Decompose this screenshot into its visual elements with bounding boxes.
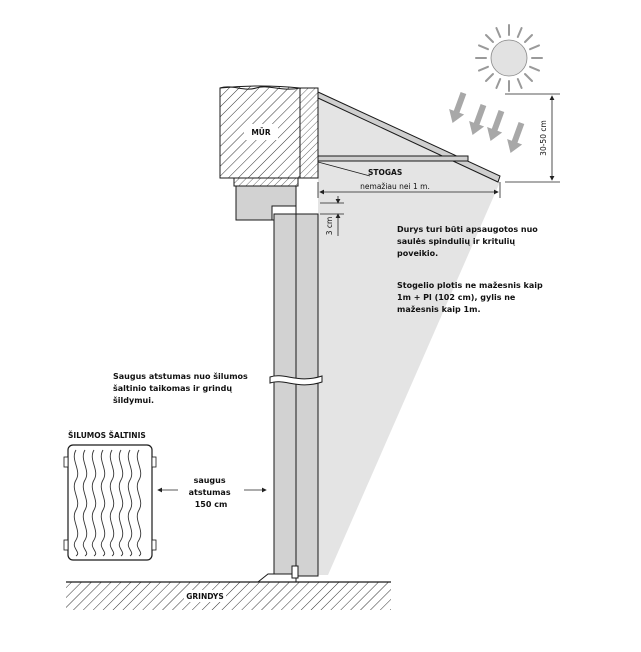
sun-ray-arrows: [449, 91, 525, 154]
safe-distance-note-line: Saugus atstumas nuo šilumos: [113, 371, 248, 381]
canopy-note-line: Stogelio plotis ne mažesnis kaip: [397, 281, 543, 290]
door-leaf: [269, 213, 323, 577]
floor-label: GRINDYS: [186, 592, 224, 601]
wall-block: MŪR: [219, 85, 301, 179]
gap-label: 3 cm: [325, 217, 334, 236]
canopy-note: Stogelio plotis ne mažesnis kaip 1m + Pl…: [397, 281, 546, 314]
gap-dimension: 3 cm: [320, 196, 344, 236]
heat-source-title: ŠILUMOS ŠALTINIS: [68, 431, 146, 440]
canopy-note-line: mažesnis kaip 1m.: [397, 305, 480, 314]
depth-dimension: nemažiau nei 1 m.: [317, 182, 501, 198]
floor: GRINDYS: [66, 581, 391, 610]
safe-distance-note: Saugus atstumas nuo šilumos šaltinio tai…: [113, 371, 251, 405]
height-dimension: 30-50 cm: [505, 93, 560, 183]
safe-distance-dimension: saugus atstumas 150 cm: [157, 474, 267, 514]
roof-label: STOGAS: [368, 168, 402, 177]
safe-distance-label: saugus atstumas 150 cm: [189, 476, 234, 509]
height-label: 30-50 cm: [539, 120, 548, 156]
safe-distance-label-line: atstumas: [189, 488, 231, 497]
heat-source-radiator-icon: [63, 444, 157, 561]
sun-ray-arrow-icon: [449, 91, 467, 124]
protection-note-line: saulės spindulių ir kritulių: [397, 237, 515, 246]
wall-label: MŪR: [251, 128, 271, 137]
door-lintel: [233, 177, 299, 221]
protection-note: Durys turi būti apsaugotos nuo saulės sp…: [397, 225, 541, 258]
sun-shadow-zone: [318, 94, 500, 575]
protection-note-line: Durys turi būti apsaugotos nuo: [397, 225, 538, 234]
depth-label: nemažiau nei 1 m.: [360, 182, 430, 191]
safe-distance-note-line: šildymui.: [113, 395, 154, 405]
protection-note-line: poveikio.: [397, 249, 438, 258]
sun-icon: [475, 24, 543, 92]
safe-distance-label-line: saugus: [194, 476, 226, 485]
safe-distance-label-line: 150 cm: [195, 500, 228, 509]
sun-ray-arrow-icon: [469, 103, 487, 136]
sun-ray-arrow-icon: [507, 121, 525, 154]
canopy-note-line: 1m + Pl (102 cm), gylis ne: [397, 293, 516, 302]
canopy-bracket: STOGAS: [299, 87, 501, 183]
sun-ray-arrow-icon: [487, 109, 505, 142]
safe-distance-note-line: šaltinio taikomas ir grindų: [113, 383, 232, 393]
